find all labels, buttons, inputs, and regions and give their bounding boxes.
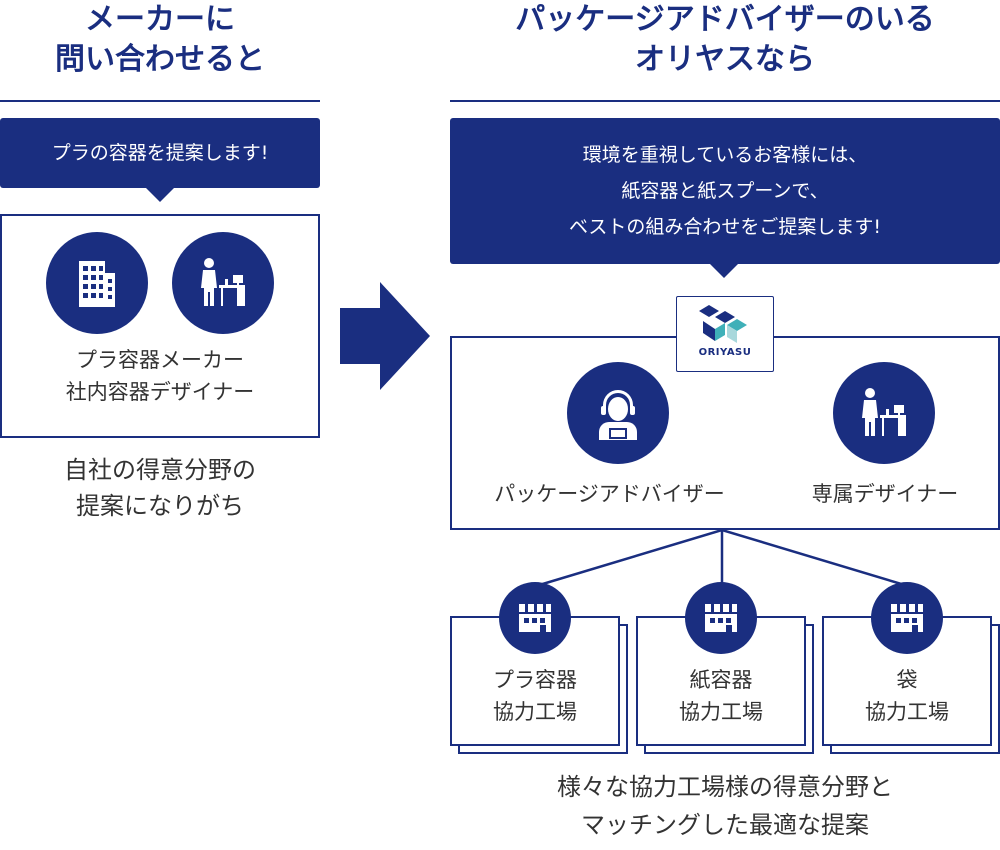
factory-label: 紙容器 協力工場 bbox=[638, 664, 804, 728]
right-bubble-line1: 環境を重視しているお客様には、 bbox=[582, 144, 868, 166]
factory-icon-circle bbox=[499, 582, 571, 654]
arrow-right-icon bbox=[340, 282, 430, 390]
factory-label-line2: 協力工場 bbox=[679, 700, 763, 724]
right-conclusion-line2: マッチングした最適な提案 bbox=[581, 811, 869, 839]
right-heading-line1: パッケージアドバイザーのいる bbox=[515, 2, 935, 37]
oriyasu-cube-icon bbox=[699, 305, 747, 343]
right-bubble-tail bbox=[710, 264, 738, 278]
advisor-icon-circle bbox=[567, 362, 669, 464]
factory-label: プラ容器 協力工場 bbox=[452, 664, 618, 728]
right-bubble-line2: 紙容器と紙スプーンで、 bbox=[621, 180, 829, 202]
advisor-label: パッケージアドバイザー bbox=[494, 482, 725, 506]
right-speech-bubble: 環境を重視しているお客様には、 紙容器と紙スプーンで、 ベストの組み合わせをご提… bbox=[450, 118, 1000, 264]
right-heading: パッケージアドバイザーのいる オリヤスなら bbox=[450, 0, 1000, 80]
factory-label-line1: 袋 bbox=[896, 668, 918, 692]
designer-icon-circle-right bbox=[833, 362, 935, 464]
connector-lines bbox=[535, 530, 909, 588]
factory-label-line2: 協力工場 bbox=[865, 700, 949, 724]
left-heading-line2: 問い合わせると bbox=[55, 42, 265, 77]
left-maker-box: プラ容器メーカー 社内容器デザイナー bbox=[0, 214, 320, 438]
factory-label-line1: 紙容器 bbox=[689, 668, 753, 692]
factory-label-line1: プラ容器 bbox=[493, 668, 577, 692]
left-conclusion: 自社の得意分野の 提案になりがち bbox=[0, 452, 320, 524]
factory-icon bbox=[705, 604, 737, 632]
left-label-line2: 社内容器デザイナー bbox=[65, 380, 255, 404]
building-icon bbox=[79, 261, 115, 307]
left-heading-line1: メーカーに bbox=[85, 2, 235, 37]
factory-card: 紙容器 協力工場 bbox=[636, 578, 814, 754]
left-heading-rule bbox=[0, 100, 320, 102]
designer-desk-icon bbox=[862, 388, 906, 436]
oriyasu-logo: ORIYASU bbox=[676, 296, 774, 372]
factory-label-line2: 協力工場 bbox=[493, 700, 577, 724]
right-heading-line2: オリヤスなら bbox=[635, 42, 815, 77]
right-conclusion-line1: 様々な協力工場様の得意分野と bbox=[557, 773, 893, 801]
factory-icon-circle bbox=[685, 582, 757, 654]
factory-icon bbox=[891, 604, 923, 632]
left-heading: メーカーに 問い合わせると bbox=[0, 0, 320, 80]
factory-label: 袋 協力工場 bbox=[824, 664, 990, 728]
right-bubble-line3: ベストの組み合わせをご提案します! bbox=[569, 216, 881, 238]
factory-card-front: 袋 協力工場 bbox=[822, 616, 992, 746]
designer-icon-circle bbox=[172, 232, 274, 334]
left-conclusion-line2: 提案になりがち bbox=[76, 492, 244, 520]
left-bubble-text: プラの容器を提案します! bbox=[51, 142, 269, 164]
left-label-line1: プラ容器メーカー bbox=[76, 348, 244, 372]
left-box-label: プラ容器メーカー 社内容器デザイナー bbox=[2, 344, 318, 408]
factory-card: プラ容器 協力工場 bbox=[450, 578, 628, 754]
factory-icon bbox=[519, 604, 551, 632]
factory-card: 袋 協力工場 bbox=[822, 578, 1000, 754]
right-conclusion: 様々な協力工場様の得意分野と マッチングした最適な提案 bbox=[450, 768, 1000, 844]
left-conclusion-line1: 自社の得意分野の bbox=[64, 456, 256, 484]
factory-icon-circle bbox=[871, 582, 943, 654]
right-heading-rule bbox=[450, 100, 1000, 102]
left-bubble-tail bbox=[146, 188, 174, 202]
left-speech-bubble: プラの容器を提案します! bbox=[0, 118, 320, 188]
advisor-headset-icon bbox=[599, 390, 637, 440]
oriyasu-logo-text: ORIYASU bbox=[698, 347, 752, 358]
designer-label: 専属デザイナー bbox=[811, 482, 959, 506]
designer-desk-icon bbox=[201, 258, 245, 306]
building-icon-circle bbox=[46, 232, 148, 334]
